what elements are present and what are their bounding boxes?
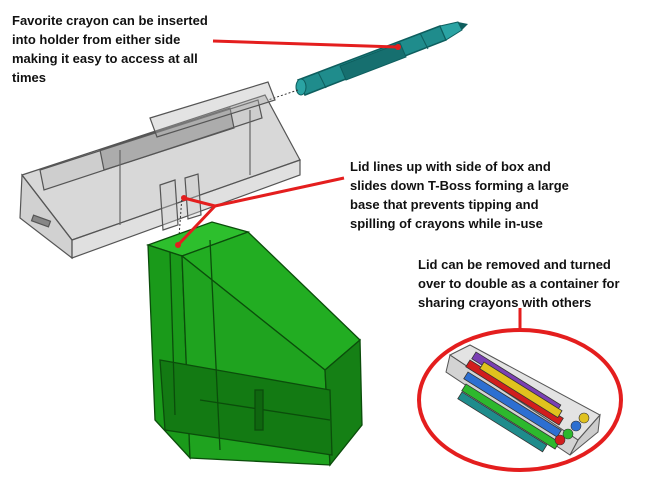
lid-holder-icon: [19, 81, 301, 260]
lid-container-icon: [445, 344, 601, 456]
crayon-annotation: Favorite crayon can be inserted into hol…: [12, 13, 208, 85]
guide-line: [267, 89, 299, 101]
lid-annotation: Lid lines up with side of box and slides…: [350, 159, 569, 231]
callout-dot: [395, 44, 401, 50]
container-annotation: Lid can be removed and turned over to do…: [418, 257, 620, 310]
callout-dot: [181, 195, 187, 201]
green-box-icon: [145, 221, 363, 467]
callout-line-crayon: [212, 39, 399, 49]
callout-dot: [175, 242, 181, 248]
callout-line-lid-b: [176, 204, 217, 247]
callout-line-lid-a: [183, 196, 216, 208]
callout-line-lid: [214, 176, 345, 208]
crayon-icon: [295, 21, 468, 96]
